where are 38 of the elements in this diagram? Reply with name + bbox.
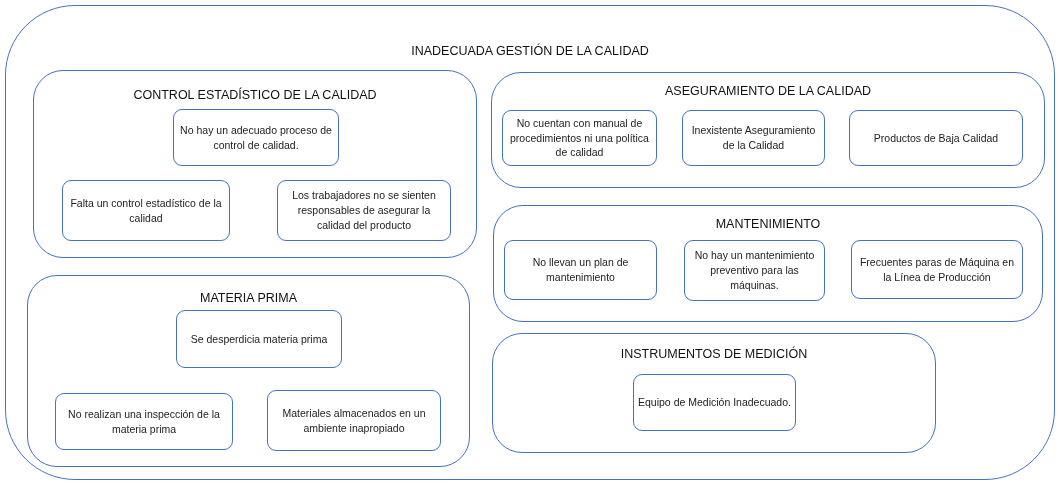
cause-box bbox=[267, 390, 441, 451]
cause-box bbox=[849, 110, 1023, 166]
cause-box bbox=[176, 310, 342, 368]
cause-text: Los trabajadores no se sienten responsables de asegurar la calidad del producto bbox=[291, 188, 437, 233]
group-heading: MATERIA PRIMA bbox=[199, 291, 298, 305]
cause-box bbox=[502, 110, 657, 166]
cause-box bbox=[633, 374, 796, 431]
group-panel bbox=[27, 275, 470, 467]
cause-text: Frecuentes paras de Máquina en la Línea de Producción bbox=[858, 254, 1016, 285]
group-panel bbox=[492, 333, 936, 453]
group-heading: ASEGURAMIENTO DE LA CALIDAD bbox=[663, 84, 873, 98]
cause-text: Equipo de Medición Inadecuado. bbox=[638, 395, 791, 410]
cause-box bbox=[62, 180, 230, 241]
cause-text: No hay un adecuado proceso de control de calidad. bbox=[179, 122, 333, 153]
group-heading: INADECUADA GESTIÓN DE LA CALIDAD bbox=[410, 44, 650, 58]
cause-text: Materiales almacenados en un ambiente inapropiado bbox=[281, 405, 427, 436]
cause-text: Se desperdicia materia prima bbox=[190, 331, 328, 347]
cause-text: Falta un control estadístico de la calidad bbox=[69, 195, 223, 226]
group-panel bbox=[493, 205, 1043, 322]
group-panel bbox=[491, 72, 1045, 188]
cause-box bbox=[504, 240, 657, 300]
cause-text: No cuentan con manual de procedimientos ni una política de calidad bbox=[509, 115, 650, 161]
cause-box bbox=[173, 109, 339, 166]
cause-text: No hay un mantenimiento preventivo para las máquinas. bbox=[693, 248, 816, 293]
group-heading: MANTENIMIENTO bbox=[714, 217, 822, 231]
cause-text: No realizan una inspección de la materia prima bbox=[67, 406, 221, 437]
cause-text: Productos de Baja Calidad bbox=[873, 130, 999, 146]
cause-text: Inexistente Aseguramiento de la Calidad bbox=[690, 123, 817, 153]
group-panel bbox=[33, 70, 477, 258]
group-heading: INSTRUMENTOS DE MEDICIÓN bbox=[619, 347, 809, 361]
cause-box bbox=[55, 393, 233, 450]
group-heading: CONTROL ESTADÍSTICO DE LA CALIDAD bbox=[132, 88, 378, 102]
cause-box bbox=[684, 240, 825, 301]
cause-box bbox=[851, 240, 1023, 299]
category-panel bbox=[5, 5, 1055, 480]
cause-text: No llevan un plan de mantenimiento bbox=[531, 255, 630, 285]
cause-box bbox=[277, 180, 451, 241]
cause-box bbox=[682, 110, 825, 166]
